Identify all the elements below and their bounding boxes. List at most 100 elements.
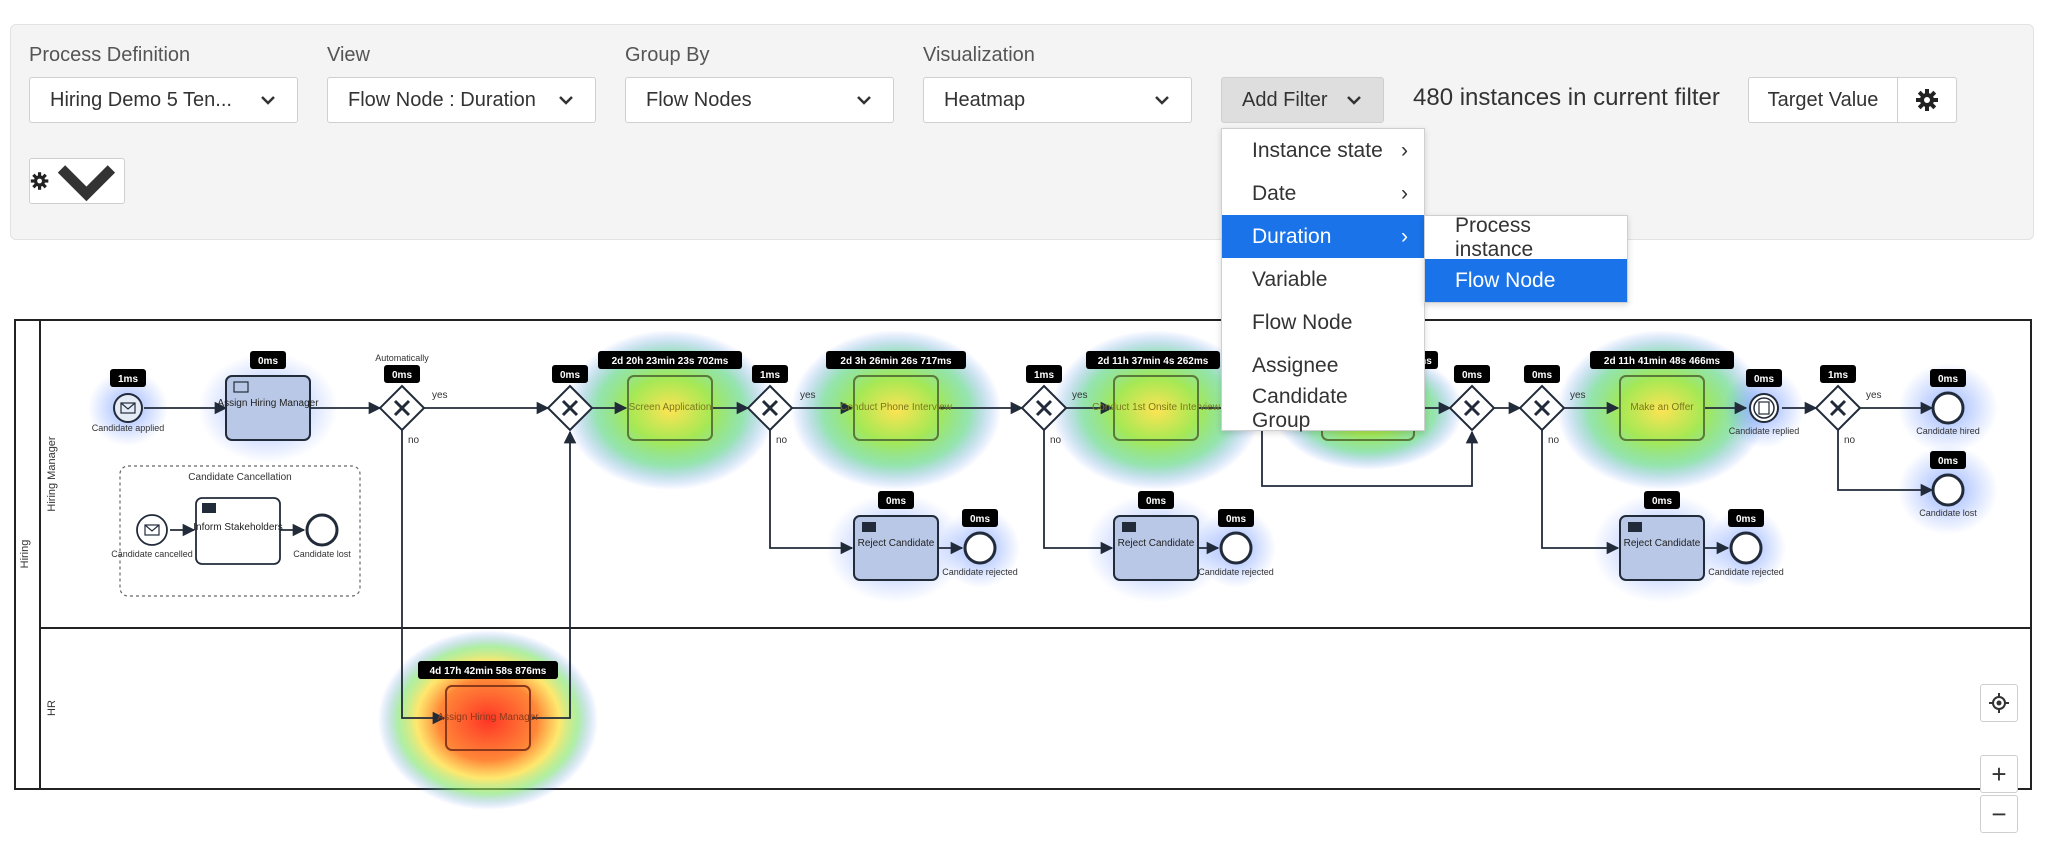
message-icon [1758, 401, 1770, 415]
chevron-right-icon: › [1401, 181, 1408, 205]
menu-item-label: Variable [1252, 267, 1328, 291]
candidate-rejected-label: Candidate rejected [942, 567, 1018, 577]
task-reject-candidate[interactable]: Reject Candidate [853, 515, 939, 581]
candidate-lost-label: Candidate lost [1919, 508, 1977, 518]
task-assign-hiring-manager[interactable]: Assign Hiring Manager [217, 375, 319, 441]
envelope-icon [120, 402, 136, 414]
add-filter-label: Add Filter [1242, 88, 1328, 111]
task-conduct-phone-interview[interactable]: Conduct Phone Interview [840, 375, 953, 441]
flow-label-yes: yes [1072, 390, 1088, 401]
lane-label-hiring-manager: Hiring Manager [46, 436, 58, 512]
add-filter-menu: Instance state› Date› Duration › Variable… [1221, 128, 1425, 432]
visualization-value: Heatmap [944, 88, 1026, 111]
menu-item-flow-node[interactable]: Flow Node [1222, 301, 1424, 344]
duration-badge: 0ms [886, 496, 906, 507]
end-event-candidate-rejected [1729, 531, 1763, 565]
menu-item-label: Candidate Group [1252, 384, 1348, 432]
duration-badge: 2d 20h 23min 23s 702ms [612, 356, 729, 367]
menu-item-candidate-group[interactable]: Candidate Group [1222, 384, 1424, 432]
candidate-applied-label: Candidate applied [92, 423, 165, 433]
submenu-item-flow-node[interactable]: Flow Node [1425, 259, 1627, 302]
chevron-down-icon [559, 96, 573, 105]
zoom-out-icon: − [1991, 798, 2007, 829]
chevron-down-icon [261, 96, 275, 105]
add-filter-button[interactable]: Add Filter [1221, 77, 1384, 123]
duration-badge: 0ms [258, 356, 278, 367]
duration-badge: 2d 3h 26min 26s 717ms [840, 356, 952, 367]
menu-item-label: Assignee [1252, 353, 1339, 377]
duration-badge: 0ms [1652, 496, 1672, 507]
duration-submenu: Process instance Flow Node [1424, 213, 1628, 303]
pool-label: Hiring [19, 540, 31, 569]
task-hr-assign-hiring-manager[interactable]: Assign Hiring Manager [437, 685, 539, 751]
flow-label-yes: yes [1570, 390, 1586, 401]
menu-item-label: Duration [1252, 224, 1332, 248]
duration-badge: 0ms [1226, 514, 1246, 525]
duration-badge: 1ms [1828, 370, 1848, 381]
zoom-out-button[interactable]: − [1980, 795, 2018, 833]
group-by-label: Group By [625, 44, 710, 66]
task-make-an-offer[interactable]: Make an Offer [1619, 375, 1705, 441]
task-inform-stakeholders[interactable]: Inform Stakeholders [193, 497, 283, 565]
task-label: Assign Hiring Manager [217, 398, 319, 409]
duration-badge: 0ms [1754, 374, 1774, 385]
task-reject-candidate[interactable]: Reject Candidate [1113, 515, 1199, 581]
task-label: Conduct Phone Interview [840, 402, 953, 413]
task-label: Reject Candidate [858, 538, 935, 549]
flow-label-yes: yes [1866, 390, 1882, 401]
end-event-candidate-lost [305, 513, 339, 547]
pool-hiring [14, 319, 2032, 790]
start-event-candidate-applied [113, 393, 143, 423]
chevron-right-icon: › [1401, 138, 1408, 162]
flow-label-no: no [1050, 435, 1062, 446]
group-by-select[interactable]: Flow Nodes [625, 77, 894, 123]
target-value-button[interactable]: Target Value [1748, 77, 1898, 123]
duration-badge: 1ms [118, 374, 138, 385]
zoom-in-button[interactable]: + [1980, 755, 2018, 793]
task-label: Reject Candidate [1624, 538, 1701, 549]
configuration-dropdown-button[interactable] [29, 158, 125, 204]
menu-item-assignee[interactable]: Assignee [1222, 344, 1424, 387]
chevron-down-icon [57, 164, 116, 201]
candidate-rejected-label: Candidate rejected [1708, 567, 1784, 577]
candidate-lost-label: Candidate lost [293, 549, 351, 559]
process-definition-select[interactable]: Hiring Demo 5 Ten... [29, 77, 298, 123]
duration-badge: 1ms [760, 370, 780, 381]
menu-item-date[interactable]: Date› [1222, 172, 1424, 215]
menu-item-duration[interactable]: Duration › [1222, 215, 1424, 258]
view-label: View [327, 44, 370, 66]
automatically-label: Automatically [375, 353, 429, 363]
chevron-right-icon: › [1401, 224, 1408, 248]
candidate-rejected-label: Candidate rejected [1198, 567, 1274, 577]
task-screen-application[interactable]: Screen Application [627, 375, 713, 441]
task-conduct-onsite-interview[interactable]: Conduct 1st Onsite Interview [1092, 375, 1221, 441]
lane-label-hr: HR [46, 700, 58, 716]
gear-icon [1916, 89, 1938, 111]
task-label: Screen Application [629, 402, 712, 413]
duration-badge: ns [1420, 356, 1432, 367]
task-reject-candidate[interactable]: Reject Candidate [1619, 515, 1705, 581]
duration-badge: 4d 17h 42min 58s 876ms [430, 666, 547, 677]
envelope-icon [202, 503, 216, 513]
duration-badge: 0ms [1938, 456, 1958, 467]
subprocess-title: Candidate Cancellation [188, 472, 291, 483]
duration-badge: 0ms [1736, 514, 1756, 525]
target-value-settings-button[interactable] [1897, 77, 1957, 123]
end-event-candidate-rejected [1219, 531, 1253, 565]
instance-count: 480 instances in current filter [1413, 84, 1720, 111]
menu-item-label: Process instance [1455, 213, 1534, 261]
reset-view-button[interactable] [1980, 684, 2018, 722]
duration-badge: 1ms [1034, 370, 1054, 381]
submenu-item-process-instance[interactable]: Process instance [1425, 213, 1627, 261]
candidate-hired-label: Candidate hired [1916, 426, 1980, 436]
visualization-select[interactable]: Heatmap [923, 77, 1192, 123]
menu-item-label: Flow Node [1455, 268, 1556, 292]
envelope-icon [144, 524, 160, 536]
view-select[interactable]: Flow Node : Duration [327, 77, 596, 123]
candidate-replied-label: Candidate replied [1729, 426, 1800, 436]
menu-item-variable[interactable]: Variable [1222, 258, 1424, 301]
duration-badge: 0ms [1938, 374, 1958, 385]
end-event-candidate-rejected [963, 531, 997, 565]
candidate-cancelled-label: Candidate cancelled [111, 549, 193, 559]
menu-item-instance-state[interactable]: Instance state› [1222, 129, 1424, 172]
